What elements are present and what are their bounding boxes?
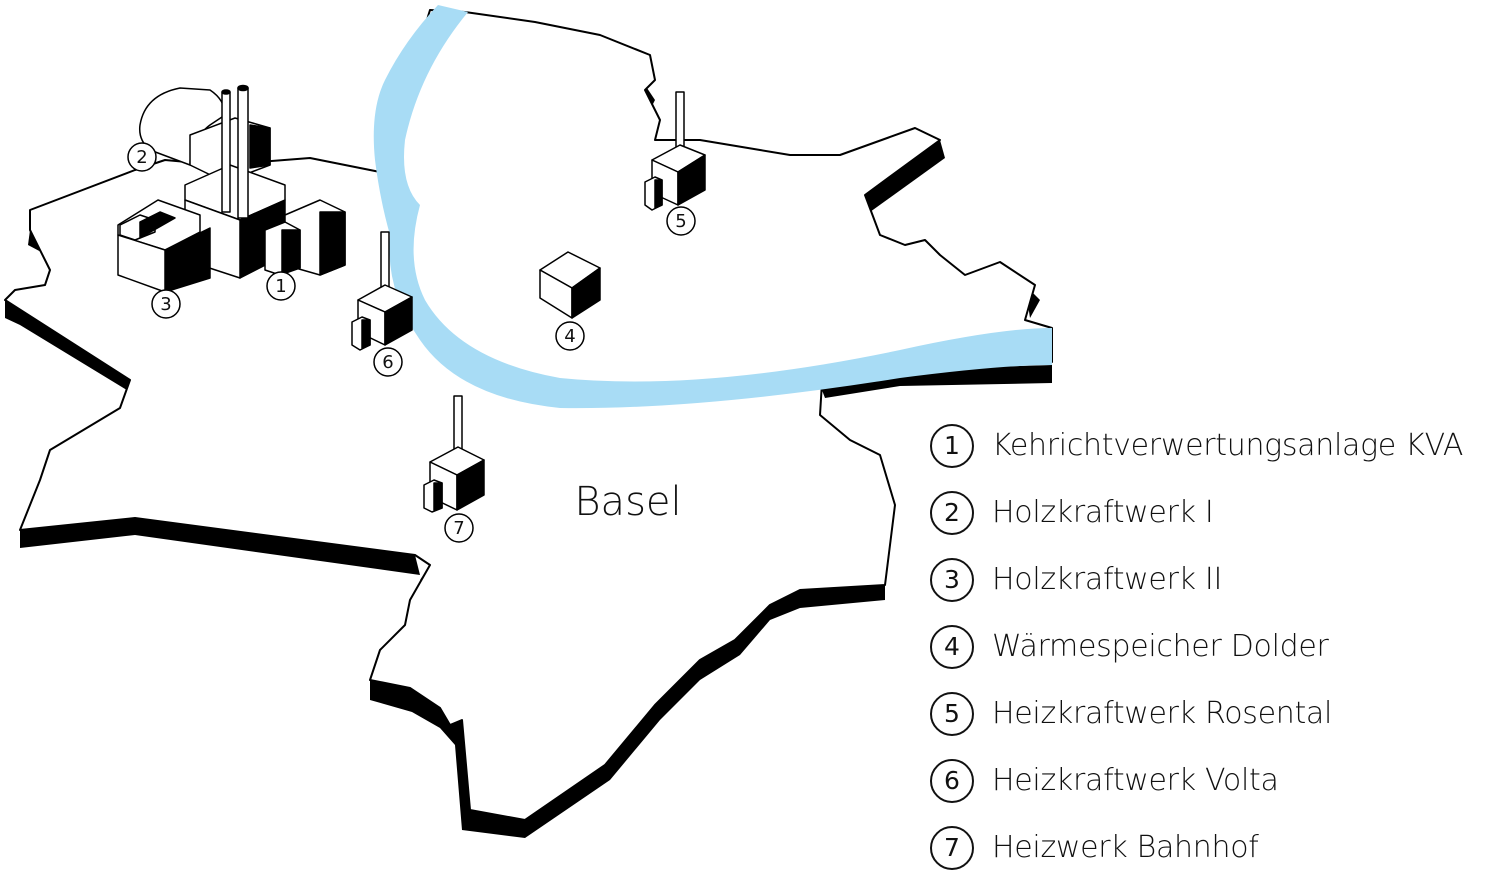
svg-text:7: 7 <box>453 518 464 539</box>
legend-number: 2 <box>930 490 974 535</box>
legend-item: 3 Holzkraftwerk II <box>930 546 1495 613</box>
legend-label: Heizwerk Bahnhof <box>992 830 1259 865</box>
map-marker: 1 <box>266 271 296 301</box>
chimney <box>221 91 231 213</box>
chimney <box>237 87 249 219</box>
legend-item: 7 Heizwerk Bahnhof <box>930 814 1495 881</box>
plant-bahnhof <box>423 395 485 513</box>
legend-label: Wärmespeicher Dolder <box>992 629 1329 664</box>
map-marker: 3 <box>151 289 181 319</box>
legend-item: 4 Wärmespeicher Dolder <box>930 613 1495 680</box>
legend: 1 Kehrichtverwertungsanlage KVA 2 Holzkr… <box>930 412 1495 881</box>
svg-text:3: 3 <box>160 294 171 315</box>
legend-label: Holzkraftwerk I <box>992 495 1214 530</box>
legend-label: Heizkraftwerk Volta <box>992 763 1279 798</box>
plant-volta <box>351 231 413 351</box>
heat-storage-cube <box>539 251 601 319</box>
legend-number: 6 <box>930 758 974 803</box>
svg-text:1: 1 <box>275 276 286 297</box>
river-rhine <box>373 5 1052 409</box>
city-label: Basel <box>574 479 681 525</box>
map-marker: 6 <box>373 347 403 377</box>
legend-label: Heizkraftwerk Rosental <box>992 696 1333 731</box>
map-marker: 7 <box>444 513 474 543</box>
plant-rosental <box>644 91 706 211</box>
legend-item: 5 Heizkraftwerk Rosental <box>930 680 1495 747</box>
svg-text:4: 4 <box>564 326 575 347</box>
svg-text:6: 6 <box>382 352 393 373</box>
svg-text:2: 2 <box>136 147 147 168</box>
legend-number: 5 <box>930 691 974 736</box>
map-marker: 4 <box>555 321 585 351</box>
svg-text:5: 5 <box>675 211 686 232</box>
legend-item: 2 Holzkraftwerk I <box>930 479 1495 546</box>
legend-label: Kehrichtverwertungsanlage KVA <box>992 428 1464 463</box>
legend-number: 4 <box>930 624 974 669</box>
legend-label: Holzkraftwerk II <box>992 562 1223 597</box>
legend-number: 1 <box>930 423 974 468</box>
map-marker: 5 <box>666 206 696 236</box>
legend-number: 7 <box>930 825 974 870</box>
map-marker: 2 <box>127 142 157 172</box>
legend-number: 3 <box>930 557 974 602</box>
legend-item: 6 Heizkraftwerk Volta <box>930 747 1495 814</box>
legend-item: 1 Kehrichtverwertungsanlage KVA <box>930 412 1495 479</box>
